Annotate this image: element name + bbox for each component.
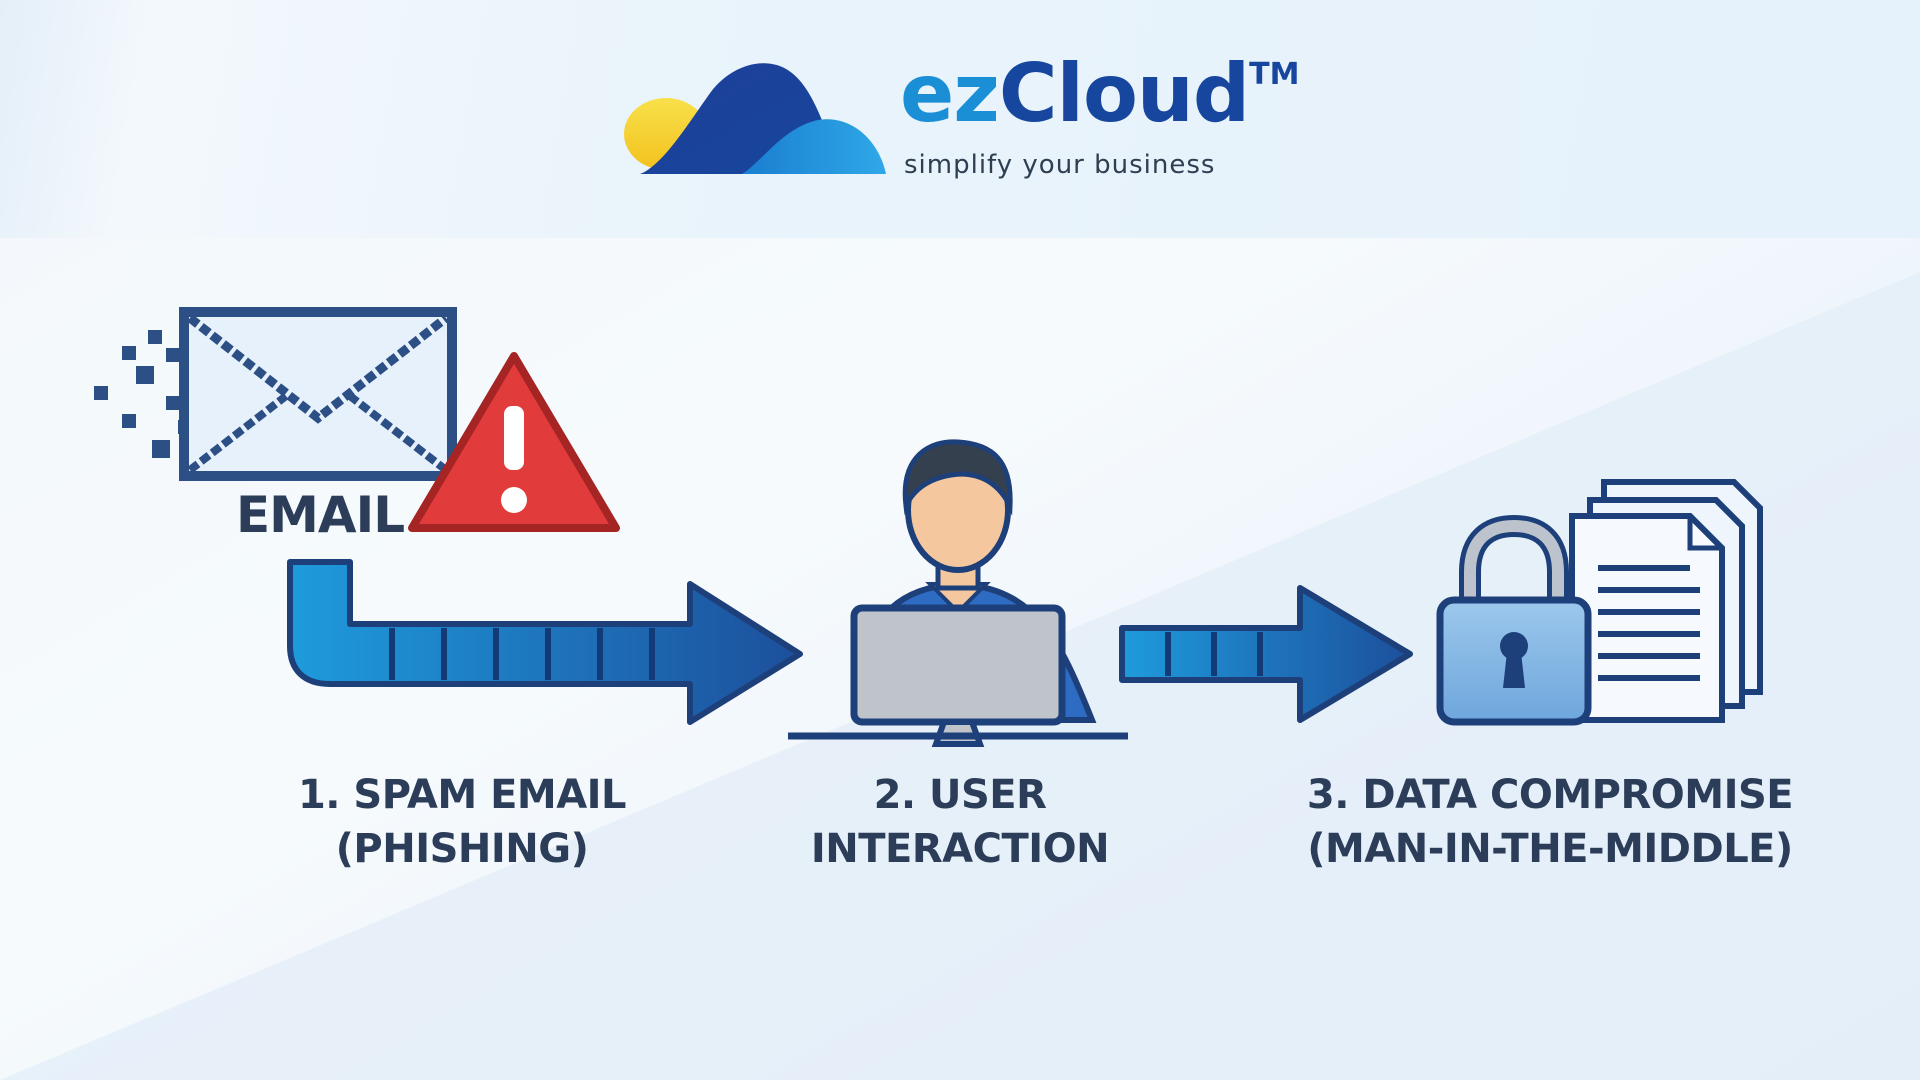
warning-icon [408, 352, 620, 532]
header-band [0, 0, 1920, 238]
brand-logo: ezCloudTM simplify your business [622, 54, 1299, 188]
flow-arrow-1 [287, 559, 803, 725]
flow-arrow-2 [1119, 585, 1413, 723]
brand-name: ezCloudTM [900, 47, 1300, 140]
padlock-icon [1436, 514, 1592, 726]
step-3-subtitle: (MAN-IN-THE-MIDDLE) [1307, 826, 1793, 872]
step-2-title: 2. USER [873, 772, 1047, 818]
user-computer-icon [788, 439, 1128, 747]
step-1-label: 1. SPAM EMAIL (PHISHING) [262, 768, 662, 876]
step-3-title: 3. DATA COMPROMISE [1306, 772, 1794, 818]
envelope-icon [94, 307, 457, 481]
documents-icon [1569, 479, 1763, 723]
brand-tagline: simplify your business [904, 150, 1216, 180]
step-3-label: 3. DATA COMPROMISE (MAN-IN-THE-MIDDLE) [1270, 768, 1830, 876]
cloud-logo-icon [624, 63, 886, 174]
step-2-label: 2. USER INTERACTION [760, 768, 1160, 876]
step-2-subtitle: INTERACTION [810, 826, 1110, 872]
step-1-subtitle: (PHISHING) [335, 826, 589, 872]
step-1-title: 1. SPAM EMAIL [297, 772, 627, 818]
email-label: EMAIL [236, 486, 405, 544]
